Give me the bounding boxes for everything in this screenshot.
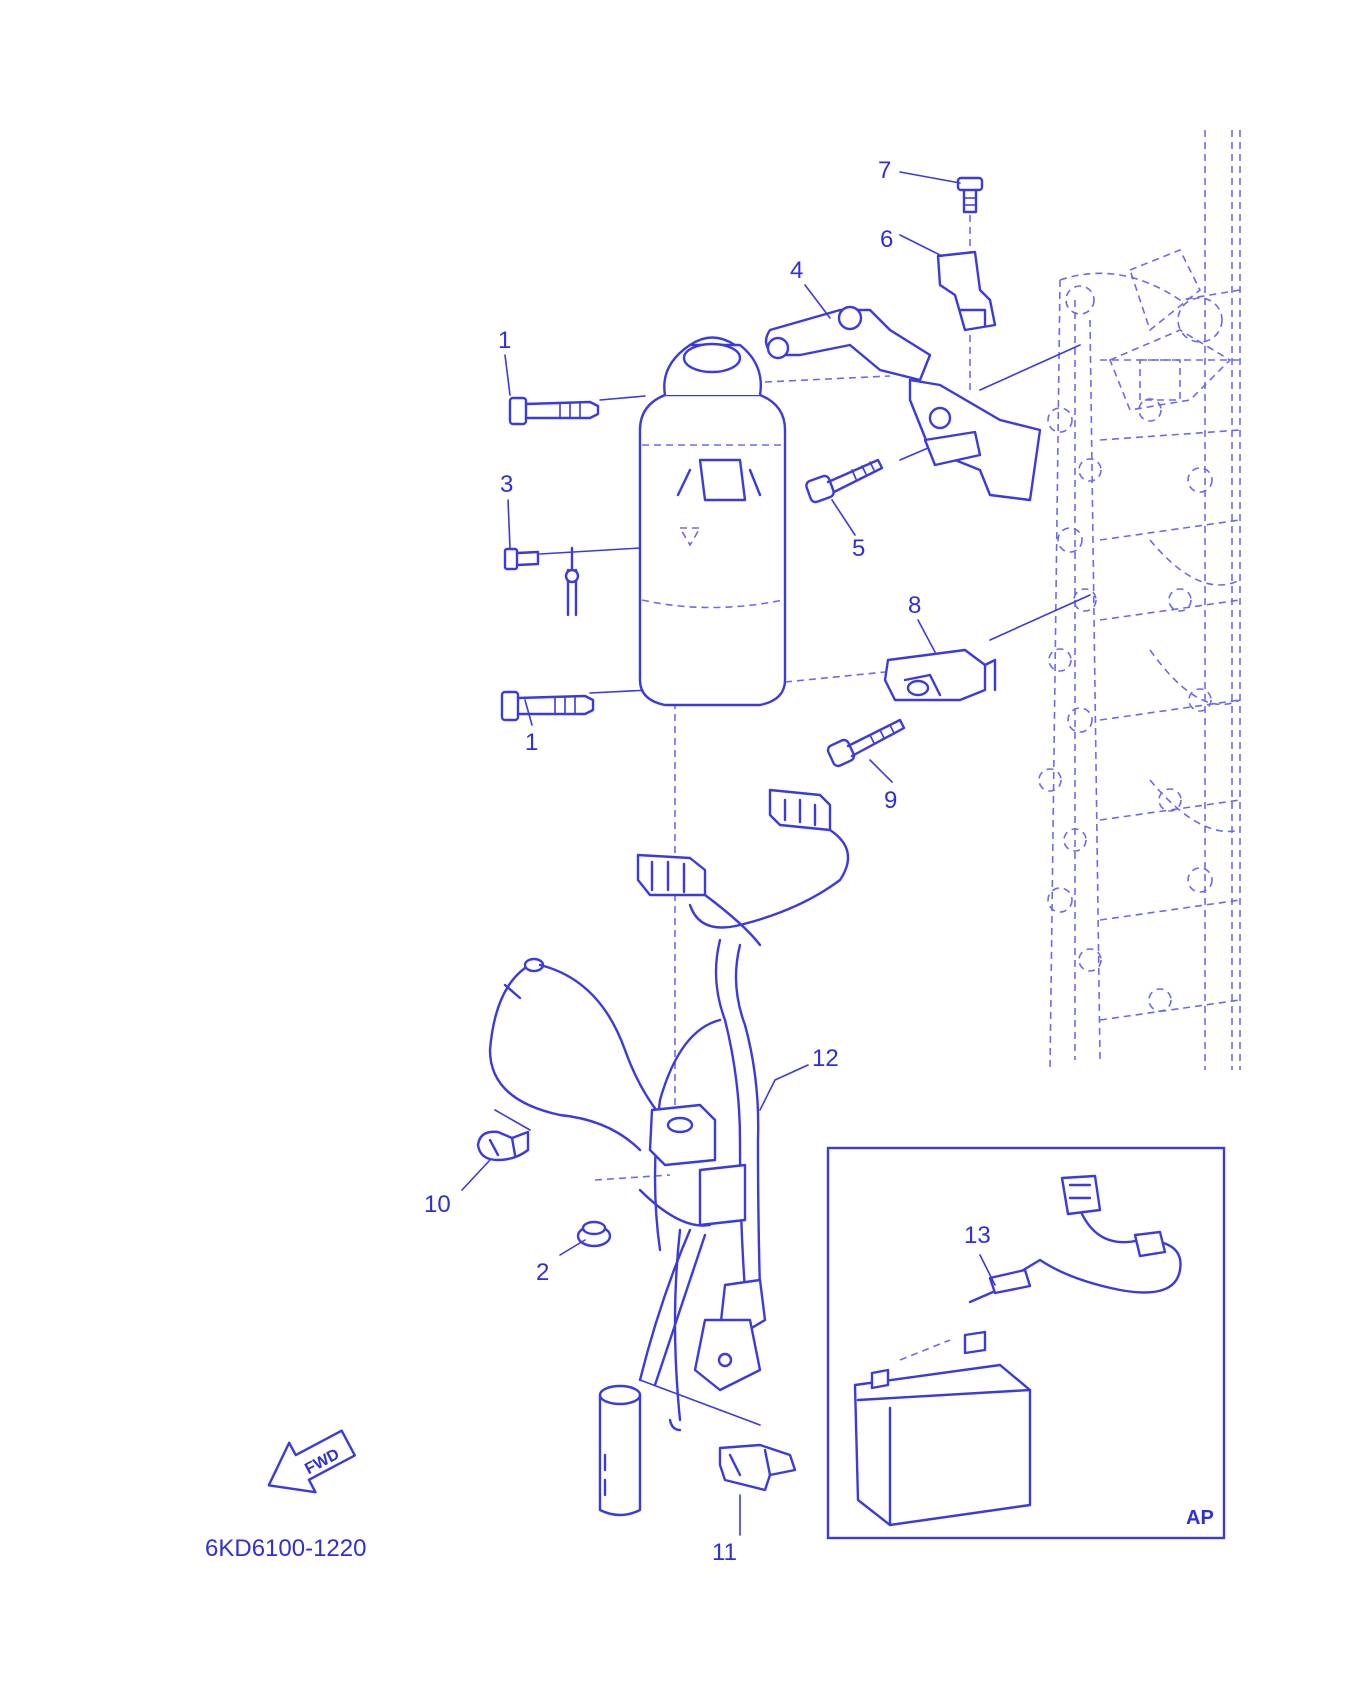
clip-11: [718, 1443, 797, 1492]
bracket-4: [764, 305, 1042, 502]
callout-2: 2: [536, 1259, 549, 1286]
callout-7: 7: [878, 157, 891, 184]
callout-4: 4: [790, 257, 803, 284]
callout-6: 6: [880, 226, 893, 253]
callout-5: 5: [852, 535, 865, 562]
bolt-1-upper: [508, 396, 600, 426]
inset-tag: AP: [1186, 1507, 1214, 1529]
callout-10: 10: [424, 1191, 451, 1218]
clip-10: [476, 1130, 530, 1162]
starter-motor: [638, 336, 787, 707]
callout-numbers: 1 1 2 3 4 5 6 7 8 9 10 11 12 13: [424, 157, 991, 1566]
bracket-8: [883, 648, 997, 702]
bolt-9: [826, 718, 906, 768]
engine-block: [1038, 130, 1241, 1071]
callout-8: 8: [908, 592, 921, 619]
inset-box: [826, 1146, 1226, 1540]
fwd-arrow-icon: FWD: [267, 1429, 357, 1494]
bolt-5: [805, 458, 884, 504]
callout-12: 12: [812, 1045, 839, 1072]
nut-2: [576, 1220, 612, 1248]
bolt-7: [956, 176, 984, 214]
callout-3: 3: [500, 471, 513, 498]
callout-1-lower: 1: [525, 729, 538, 756]
wire-harness-12: [488, 788, 850, 1517]
callout-9: 9: [884, 787, 897, 814]
callout-leaders: [461, 171, 996, 1536]
bolt-1-lower: [500, 690, 595, 722]
callout-13: 13: [964, 1222, 991, 1249]
callout-1-upper: 1: [498, 327, 511, 354]
screw-3: [503, 546, 580, 617]
part-code: 6KD6100-1220: [205, 1535, 366, 1562]
callout-11: 11: [712, 1539, 737, 1566]
clip-6: [936, 250, 997, 332]
